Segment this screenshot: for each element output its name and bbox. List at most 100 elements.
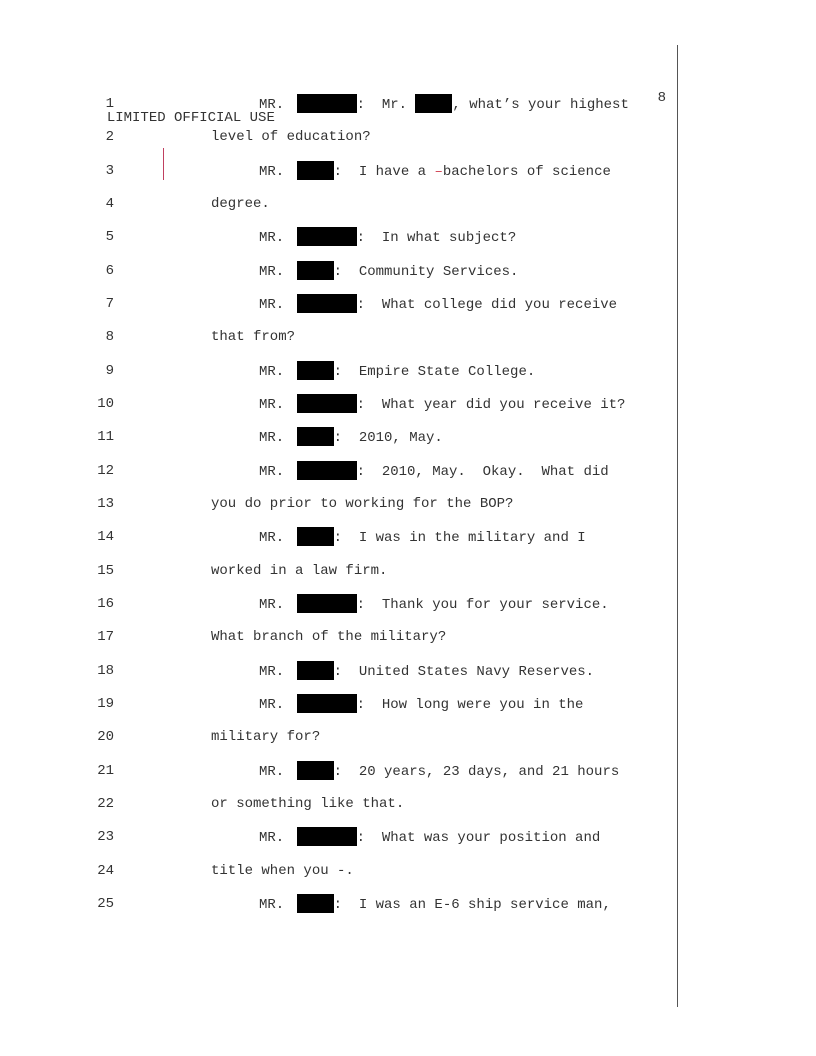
- line-number: 25: [97, 895, 114, 912]
- redaction-block: [296, 160, 334, 180]
- speaker-line-text: MR. : United States Navy Reserves.: [259, 660, 595, 682]
- continuation-line-text: What branch of the military?: [211, 627, 446, 647]
- redaction-block: [296, 660, 334, 680]
- text-segment: MR.: [259, 430, 293, 447]
- continuation-line-text: you do prior to working for the BOP?: [211, 494, 513, 514]
- continuation-line-text: degree.: [211, 194, 270, 214]
- speaker-line-text: MR. : I have a –bachelors of science: [259, 160, 611, 182]
- speaker-line-text: MR. : Thank you for your service.: [259, 593, 609, 615]
- text-segment: or something like that.: [211, 795, 405, 812]
- speaker-line-text: MR. : Mr. , what’s your highest: [259, 94, 629, 115]
- line-number: 20: [97, 729, 114, 746]
- line-number: 21: [97, 762, 114, 779]
- line-number: 19: [97, 695, 114, 712]
- text-segment: MR.: [259, 97, 293, 113]
- speaker-line-text: MR. : What year did you receive it?: [259, 393, 626, 415]
- line-number: 12: [97, 462, 114, 479]
- redaction-block: [296, 94, 357, 113]
- text-segment: , what’s your highest: [452, 97, 629, 113]
- line-number: 5: [105, 229, 114, 246]
- text-segment: military for?: [211, 729, 321, 746]
- continuation-line-text: or something like that.: [211, 794, 404, 814]
- redaction-block: [296, 227, 357, 247]
- text-segment: MR.: [259, 363, 293, 380]
- redaction-block: [296, 760, 334, 780]
- text-segment: : I have a: [333, 163, 435, 180]
- line-number: 8: [105, 329, 114, 346]
- speaker-line-text: MR. : How long were you in the: [259, 693, 584, 715]
- line-number: 13: [97, 495, 114, 512]
- speaker-line-text: MR. : In what subject?: [259, 227, 516, 248]
- text-segment: MR.: [259, 296, 293, 313]
- revision-mark: –: [434, 163, 443, 180]
- text-segment: : What year did you receive it?: [356, 396, 626, 413]
- page-number: 8: [657, 90, 666, 106]
- text-segment: : Community Services.: [333, 263, 519, 280]
- text-segment: MR.: [259, 763, 293, 780]
- redaction-block: [296, 827, 357, 847]
- redaction-block: [296, 460, 357, 480]
- line-number: 24: [97, 862, 114, 879]
- line-number: 3: [105, 162, 114, 179]
- text-segment: MR.: [259, 696, 293, 713]
- redaction-block: [296, 427, 334, 447]
- text-segment: title when you -.: [211, 862, 354, 879]
- speaker-line-text: MR. : What college did you receive: [259, 293, 618, 315]
- text-segment: : 2010, May. Okay. What did: [356, 463, 609, 480]
- speaker-line-text: MR. : Community Services.: [259, 260, 519, 282]
- line-number: 18: [97, 662, 114, 679]
- line-number: 15: [97, 562, 114, 579]
- line-number: 6: [105, 262, 114, 279]
- redaction-block: [296, 593, 357, 613]
- speaker-line-text: MR. : I was an E-6 ship service man,: [259, 893, 611, 915]
- continuation-line-text: title when you -.: [211, 861, 354, 881]
- line-number: 14: [97, 529, 114, 546]
- speaker-line-text: MR. : 2010, May.: [259, 427, 443, 448]
- redaction-block: [296, 693, 357, 713]
- continuation-line-text: military for?: [211, 727, 320, 747]
- speaker-line-text: MR. : I was in the military and I: [259, 527, 586, 548]
- text-segment: : What was your position and: [356, 830, 601, 847]
- text-segment: : I was in the military and I: [333, 530, 586, 547]
- speaker-line-text: MR. : What was your position and: [259, 827, 600, 848]
- text-segment: : Thank you for your service.: [356, 596, 609, 613]
- redaction-block: [415, 94, 453, 113]
- text-segment: : Empire State College.: [333, 363, 536, 380]
- text-segment: MR.: [259, 830, 293, 847]
- text-segment: that from?: [211, 329, 296, 346]
- text-segment: : How long were you in the: [356, 696, 584, 713]
- text-segment: MR.: [259, 463, 293, 480]
- text-segment: MR.: [259, 663, 293, 680]
- continuation-line-text: that from?: [211, 327, 295, 347]
- speaker-line-text: MR. : 2010, May. Okay. What did: [259, 460, 609, 482]
- redaction-block: [296, 360, 334, 380]
- redaction-block: [296, 260, 334, 280]
- text-segment: : I was an E-6 ship service man,: [333, 896, 611, 913]
- text-segment: MR.: [259, 263, 293, 280]
- line-number: 1: [105, 96, 114, 112]
- redaction-block: [296, 393, 357, 413]
- redaction-block: [296, 293, 357, 313]
- text-segment: MR.: [259, 530, 293, 547]
- revision-change-bar: [163, 148, 164, 180]
- text-segment: : United States Navy Reserves.: [333, 663, 595, 680]
- line-number: 4: [105, 195, 114, 212]
- page-header: LIMITED OFFICIAL USE 8: [90, 88, 666, 126]
- text-segment: : What college did you receive: [356, 296, 618, 313]
- continuation-line-text: worked in a law firm.: [211, 561, 387, 581]
- line-number: 17: [97, 629, 114, 646]
- speaker-line-text: MR. : 20 years, 23 days, and 21 hours: [259, 760, 619, 782]
- text-segment: worked in a law firm.: [211, 562, 388, 579]
- redaction-block: [296, 893, 334, 913]
- text-segment: What branch of the military?: [211, 629, 447, 646]
- line-number: 23: [97, 829, 114, 846]
- speaker-line-text: MR. : Empire State College.: [259, 360, 536, 382]
- text-segment: MR.: [259, 230, 293, 247]
- text-segment: : Mr.: [356, 97, 416, 113]
- text-segment: level of education?: [211, 129, 371, 146]
- line-number: 22: [97, 795, 114, 812]
- text-segment: : In what subject?: [356, 230, 517, 247]
- text-segment: MR.: [259, 163, 293, 180]
- line-number: 16: [97, 595, 114, 612]
- line-number: 10: [97, 395, 114, 412]
